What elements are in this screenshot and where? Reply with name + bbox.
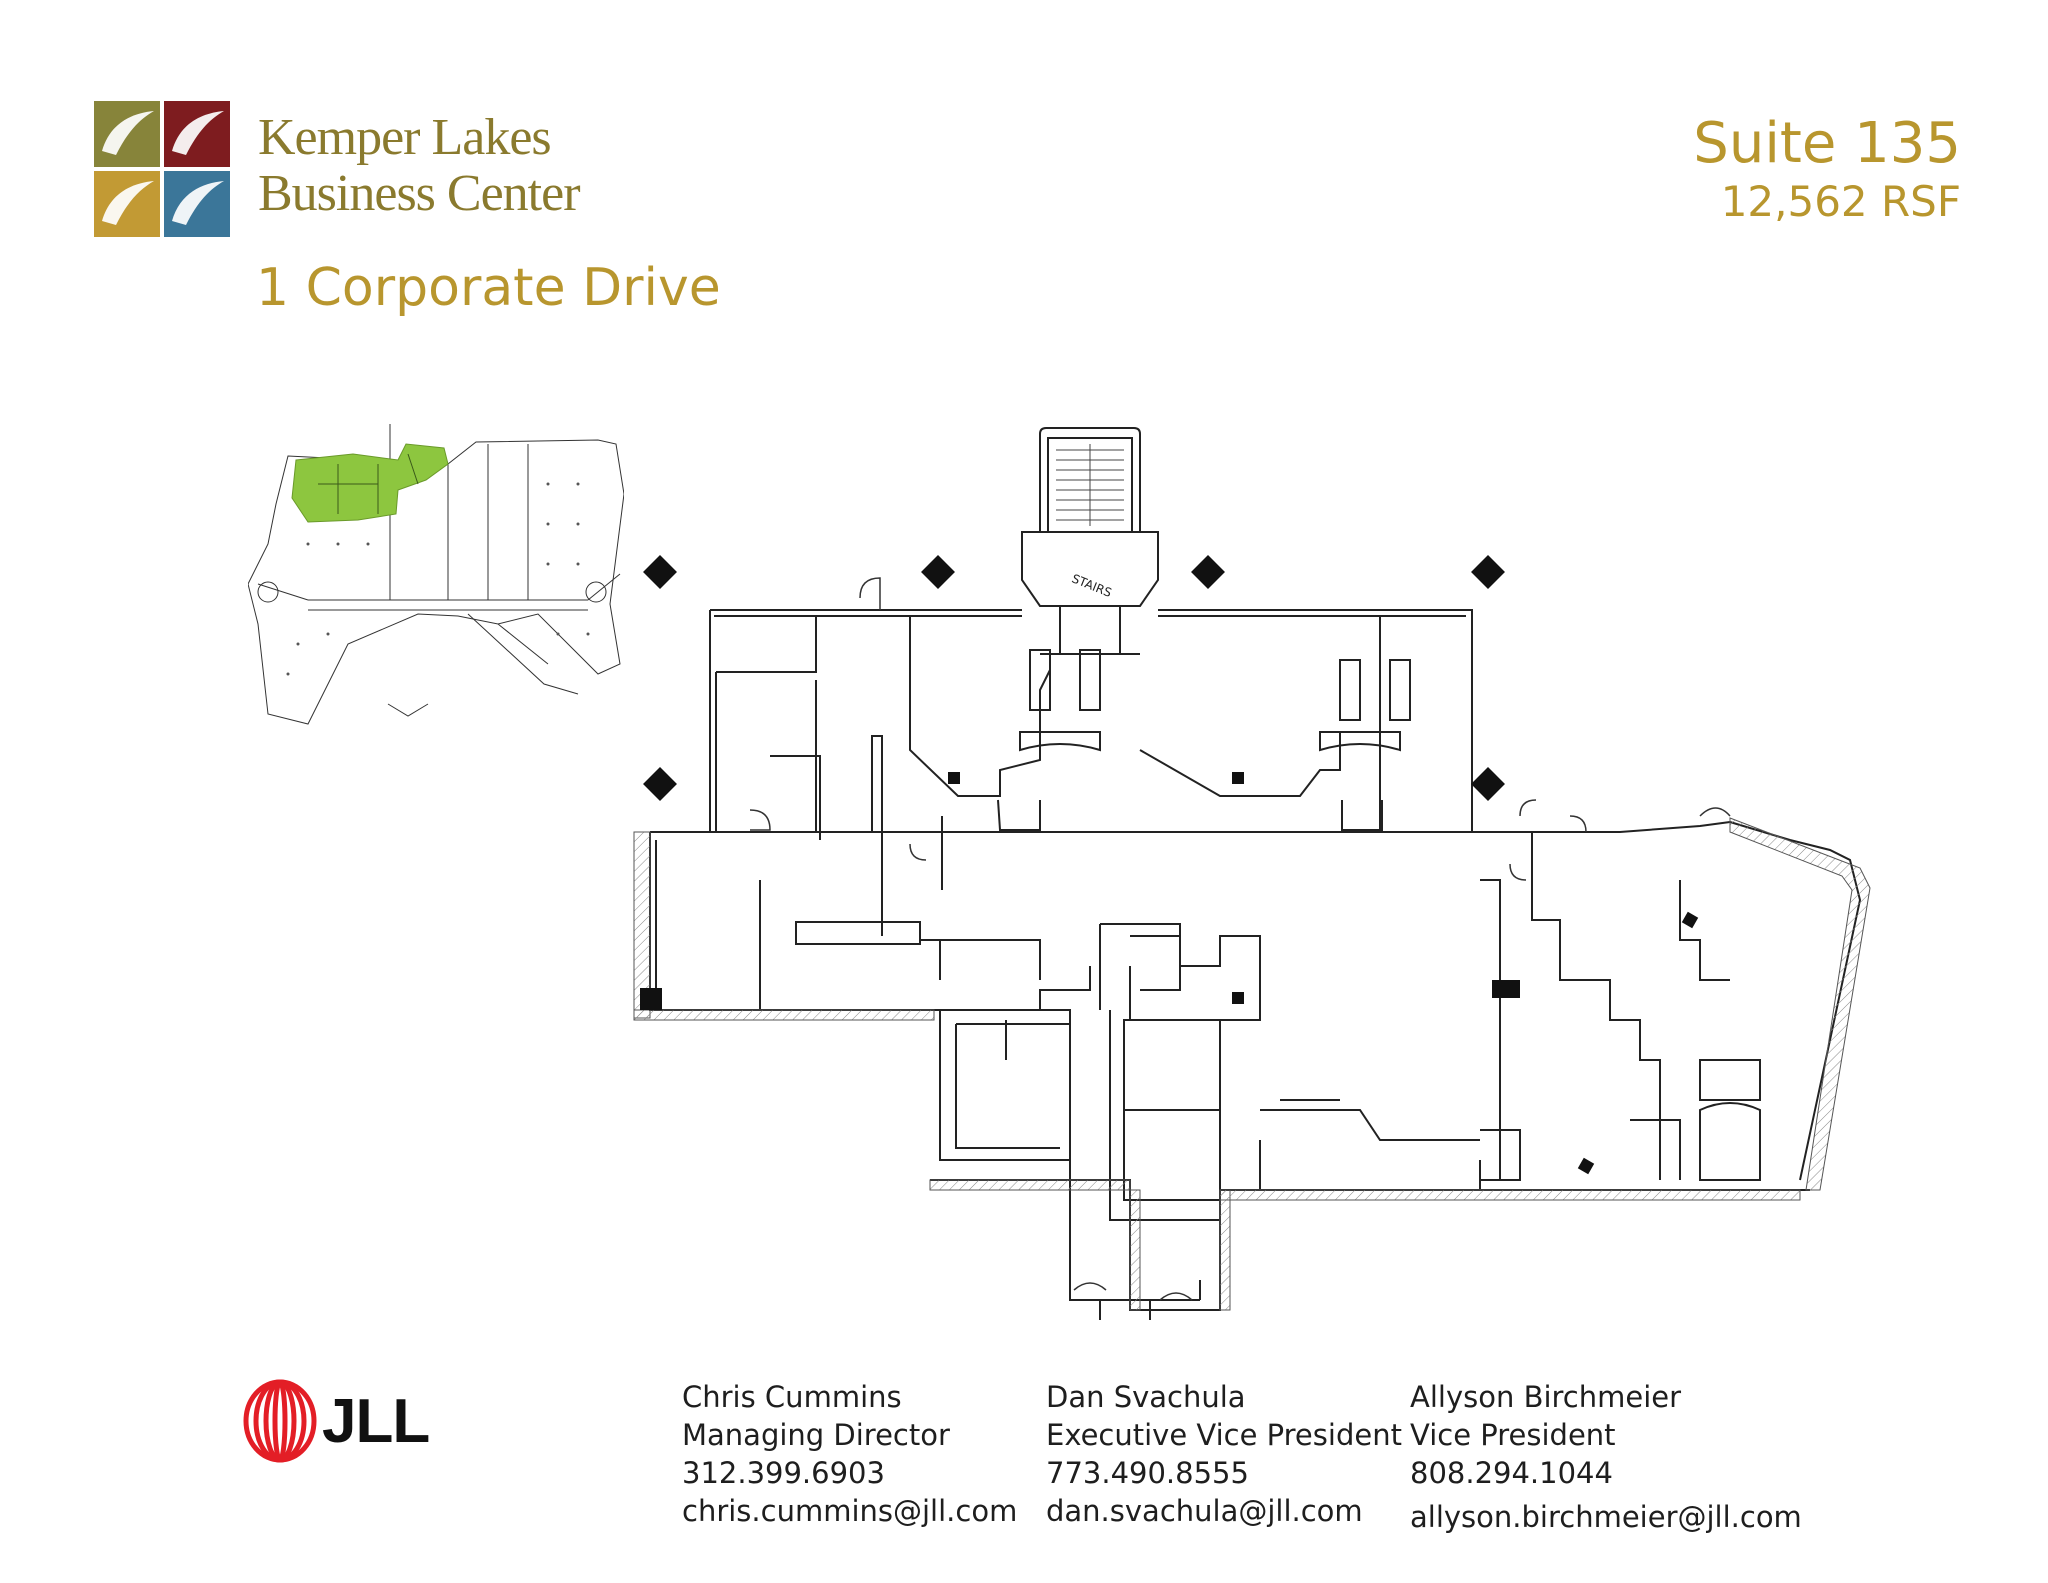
jll-logo-text: JLL [322, 1386, 430, 1456]
brand-name: Kemper Lakes Business Center [258, 109, 581, 222]
contact-phone[interactable]: 808.294.1044 [1410, 1456, 1613, 1490]
key-plan-suite-highlight-icon [291, 443, 449, 523]
suite-info: Suite 135 12,562 RSF [1693, 112, 1961, 228]
contact-email[interactable]: chris.cummins@jll.com [682, 1494, 1018, 1528]
contact-title: Vice President [1410, 1418, 1616, 1452]
contact-title: Managing Director [682, 1418, 950, 1452]
contact-name: Chris Cummins [682, 1380, 902, 1414]
suite-area: 12,562 RSF [1720, 177, 1961, 226]
brand-name-line2: Business Center [258, 165, 581, 222]
contact-title: Executive Vice President [1046, 1418, 1402, 1452]
contact-name: Dan Svachula [1046, 1380, 1246, 1414]
suite-name: Suite 135 [1693, 111, 1961, 176]
brand-name-line1: Kemper Lakes [258, 109, 552, 166]
contact-name: Allyson Birchmeier [1410, 1380, 1682, 1414]
suite-floor-plan: STAIRS [633, 427, 1871, 1320]
stairs-label: STAIRS [1070, 571, 1114, 600]
contact-email[interactable]: dan.svachula@jll.com [1046, 1494, 1363, 1528]
brand-logo-icon [94, 101, 230, 237]
contact-phone[interactable]: 312.399.6903 [682, 1456, 885, 1490]
contact-card: Dan Svachula Executive Vice President 77… [1046, 1378, 1402, 1530]
jll-logo: JLL [242, 1378, 430, 1464]
contact-email[interactable]: allyson.birchmeier@jll.com [1410, 1500, 1802, 1534]
contact-card: Allyson Birchmeier Vice President 808.29… [1410, 1378, 1802, 1536]
building-key-plan [248, 424, 624, 725]
contact-phone[interactable]: 773.490.8555 [1046, 1456, 1249, 1490]
property-address: 1 Corporate Drive [256, 258, 721, 318]
contact-card: Chris Cummins Managing Director 312.399.… [682, 1378, 1017, 1530]
jll-logo-icon [243, 1379, 317, 1463]
